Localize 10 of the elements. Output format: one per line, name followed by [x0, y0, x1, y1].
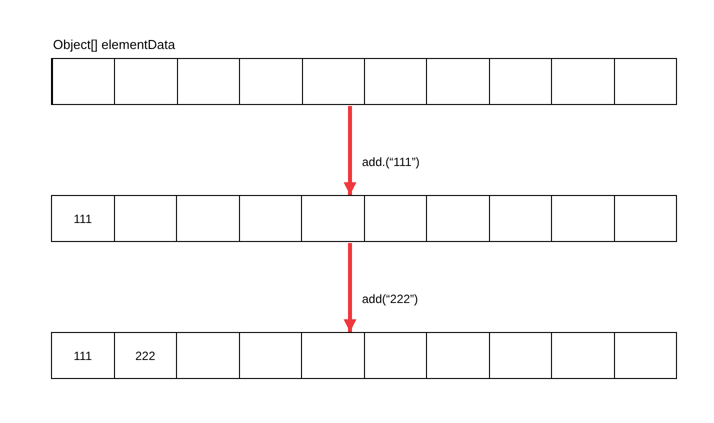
array-row	[51, 332, 677, 379]
cell-value: 111	[74, 348, 92, 362]
cell-value: 222	[135, 348, 156, 362]
edge-label: add(“222”)	[362, 292, 418, 306]
cell-value: 111	[74, 212, 92, 226]
array-label: Object[] elementData	[53, 37, 176, 52]
array-row	[51, 195, 677, 242]
edge-label: add.(“111”)	[362, 154, 420, 168]
arrow	[344, 106, 356, 195]
arrow	[344, 243, 356, 332]
